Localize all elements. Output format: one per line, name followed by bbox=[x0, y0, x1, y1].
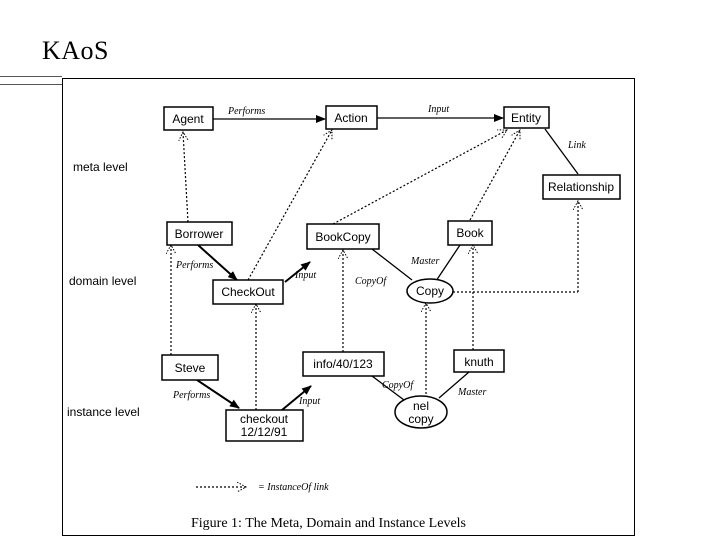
label-steve: Steve bbox=[175, 361, 206, 375]
title-rule-upper bbox=[0, 76, 62, 77]
label-knuth: knuth bbox=[464, 355, 493, 369]
edge-knuth-nelcopy bbox=[438, 371, 470, 399]
edge-bookcopy-copy bbox=[371, 248, 413, 281]
title-rule-lower bbox=[0, 84, 62, 85]
node-borrower bbox=[166, 221, 233, 246]
link-label-master-domain: Master bbox=[410, 256, 439, 267]
label-nel-copy-line2: copy bbox=[408, 412, 433, 426]
label-borrower: Borrower bbox=[175, 227, 224, 241]
label-nel-copy-line1: nel bbox=[413, 399, 429, 413]
node-checkout bbox=[212, 279, 284, 305]
node-action bbox=[325, 105, 378, 130]
instanceof-bookcopy-entity bbox=[332, 130, 507, 225]
label-checkout-instance-line1: checkout bbox=[240, 412, 289, 426]
level-label-domain: domain level bbox=[69, 274, 136, 288]
figure-frame bbox=[62, 78, 635, 536]
node-agent bbox=[163, 106, 214, 131]
legend-label: = InstanceOf link bbox=[258, 482, 329, 493]
link-label-master-inst: Master bbox=[457, 387, 486, 398]
edge-checkoutinst-info bbox=[281, 385, 312, 411]
node-info bbox=[302, 351, 385, 377]
link-label-copyof-domain: CopyOf bbox=[355, 276, 387, 287]
node-nel-copy bbox=[394, 395, 448, 429]
label-info: info/40/123 bbox=[313, 357, 373, 371]
instanceof-checkout-action bbox=[247, 130, 333, 281]
level-label-instance: instance level bbox=[67, 405, 140, 419]
label-book: Book bbox=[456, 226, 484, 240]
link-label-input-inst: Input bbox=[298, 396, 320, 407]
edge-steve-checkout bbox=[196, 379, 240, 409]
instanceof-borrower-agent bbox=[183, 132, 189, 223]
node-book bbox=[447, 220, 493, 246]
slide-title: KAoS bbox=[42, 36, 110, 65]
link-label-copyof-inst: CopyOf bbox=[382, 380, 414, 391]
instanceof-book-entity bbox=[469, 130, 521, 221]
label-relationship: Relationship bbox=[548, 180, 614, 194]
link-label-performs-inst: Performs bbox=[172, 390, 210, 401]
link-label-input-domain: Input bbox=[294, 270, 316, 281]
label-entity: Entity bbox=[511, 111, 541, 125]
figure-caption: Figure 1: The Meta, Domain and Instance … bbox=[191, 516, 466, 531]
edge-checkout-bookcopy bbox=[284, 261, 311, 283]
link-label-performs-meta: Performs bbox=[227, 106, 265, 117]
label-agent: Agent bbox=[172, 112, 204, 126]
node-steve bbox=[161, 354, 219, 381]
node-relationship bbox=[542, 174, 621, 200]
node-checkout-instance bbox=[225, 409, 304, 442]
link-label-link-meta: Link bbox=[567, 140, 586, 151]
node-copy bbox=[406, 278, 454, 304]
label-copy: Copy bbox=[416, 284, 444, 298]
link-label-performs-domain: Performs bbox=[175, 260, 213, 271]
level-label-meta: meta level bbox=[73, 160, 128, 174]
edge-entity-relationship bbox=[544, 128, 579, 175]
edge-info-nelcopy bbox=[371, 375, 405, 401]
label-bookcopy: BookCopy bbox=[315, 230, 370, 244]
edge-book-copy bbox=[435, 244, 461, 282]
label-action: Action bbox=[334, 111, 367, 125]
label-checkout: CheckOut bbox=[221, 285, 275, 299]
edge-borrower-checkout bbox=[197, 244, 238, 281]
node-knuth bbox=[453, 349, 505, 373]
node-bookcopy bbox=[306, 223, 380, 250]
label-checkout-instance-line2: 12/12/91 bbox=[241, 425, 288, 439]
node-entity bbox=[503, 106, 550, 129]
link-label-input-meta: Input bbox=[427, 104, 449, 115]
